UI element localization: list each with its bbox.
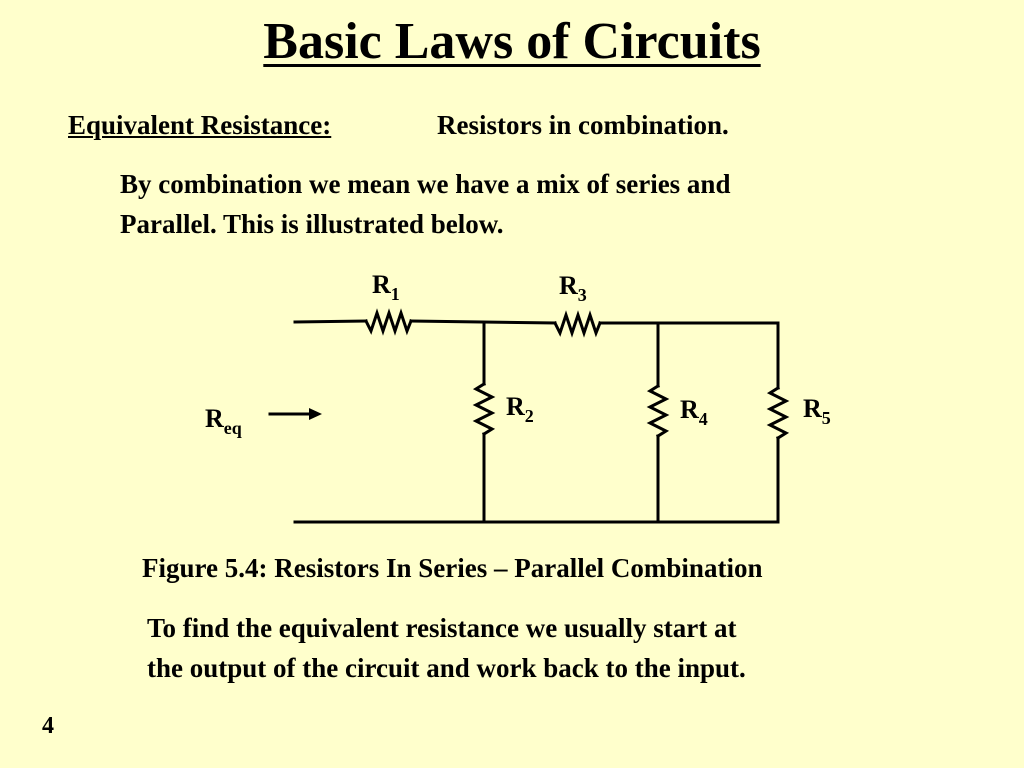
outro-line-2: the output of the circuit and work back … [147, 653, 746, 683]
label-r3: R3 [559, 271, 587, 305]
resistor-r3-symbol [552, 310, 602, 338]
resistor-r1-symbol [363, 308, 413, 336]
figure-caption: Figure 5.4: Resistors In Series – Parall… [142, 553, 763, 583]
page-number: 4 [42, 713, 54, 739]
label-r2: R2 [506, 392, 534, 426]
section-label: Equivalent Resistance: [68, 110, 332, 140]
resistor-r4-symbol [646, 383, 670, 439]
label-r1: R1 [372, 270, 400, 304]
req-arrow-head [309, 408, 322, 420]
intro-line-1: By combination we mean we have a mix of … [120, 169, 731, 199]
label-r5: R5 [803, 394, 831, 428]
outro-line-1: To find the equivalent resistance we usu… [147, 613, 737, 643]
resistor-r2-symbol [472, 381, 496, 437]
label-r4: R4 [680, 395, 708, 429]
intro-line-2: Parallel. This is illustrated below. [120, 209, 504, 239]
resistor-r5-symbol [766, 385, 790, 441]
slide-title: Basic Laws of Circuits [263, 13, 761, 70]
wire-top-input [293, 319, 368, 324]
section-description: Resistors in combination. [437, 110, 729, 140]
label-req: Req [205, 404, 242, 438]
